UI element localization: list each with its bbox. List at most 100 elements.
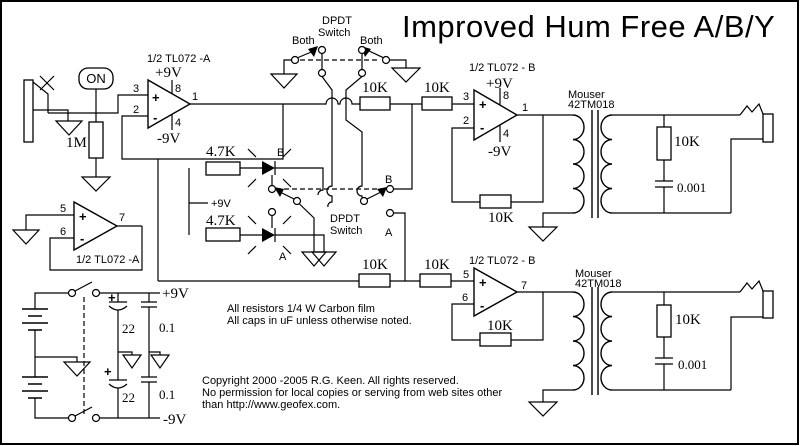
pin-6: 6 xyxy=(60,226,66,238)
ground-icon xyxy=(269,73,299,89)
switch-contact xyxy=(317,68,327,78)
led-a-icon xyxy=(262,228,275,242)
pin-6: 6 xyxy=(462,292,468,304)
resistor-10k-load-value: 10K xyxy=(675,312,701,328)
opamp-label: 1/2 TL072 -A xyxy=(147,53,211,65)
reference-opamp-section: 5 6 7 + - 1/2 TL072 -A xyxy=(11,200,143,271)
pin-1: 1 xyxy=(192,91,198,103)
copyright-line-2: No permission for local copies or servin… xyxy=(202,387,503,399)
polarity-plus: + xyxy=(108,290,116,305)
plus-sign: + xyxy=(152,90,160,105)
resistor-10k xyxy=(421,96,453,111)
notes-line-1: All resistors 1/4 W Carbon film xyxy=(227,303,375,315)
capacitor-icon xyxy=(655,337,673,390)
copyright-line-1: Copyright 2000 -2005 R.G. Keen. All righ… xyxy=(202,375,459,387)
both-switch-section: DPDT Switch Both Both xyxy=(269,15,422,208)
transformer-part: 42TM018 xyxy=(575,278,621,290)
transformer-brand: Mouser xyxy=(575,268,612,280)
vminus-rail-label: -9V xyxy=(163,412,186,428)
resistor-10k-load-value: 10K xyxy=(674,134,700,150)
led-b-label: B xyxy=(277,147,284,159)
resistor-4.7k-bottom-value: 4.7K xyxy=(206,213,236,229)
pin-2: 2 xyxy=(463,115,469,127)
capacitor-value: 0.001 xyxy=(678,357,707,372)
switch-contact-b xyxy=(385,184,395,194)
cap-01-bottom-value: 0.1 xyxy=(159,387,175,402)
transformer-part: 42TM018 xyxy=(568,99,614,111)
switch-pivot xyxy=(359,196,369,206)
output-jack-b xyxy=(762,290,774,319)
channel-top-section: 10K 1/2 TL072 - B +9V -9V 3 2 8 4 1 + - … xyxy=(451,62,774,242)
opamp-triangle-icon xyxy=(473,266,519,318)
transformer-core-icon xyxy=(591,110,599,218)
resistor-4.7k-top xyxy=(205,161,241,176)
power-switch-contact xyxy=(67,413,77,423)
plus-sign: + xyxy=(79,209,87,224)
vplus-label: +9V xyxy=(155,65,182,81)
resistor-10k-value: 10K xyxy=(362,80,388,96)
minus-sign: - xyxy=(480,120,484,135)
switch-contact xyxy=(357,45,367,55)
vplus-rail-label: +9V xyxy=(162,286,189,302)
resistor-10k-load xyxy=(656,126,672,161)
opamp-triangle-icon xyxy=(147,78,192,130)
transformer-secondary-icon xyxy=(600,114,613,214)
selector-switch-section: B A DPDT Switch xyxy=(276,104,413,281)
both-right-label: Both xyxy=(360,35,383,47)
resistor-10k-feedback-value: 10K xyxy=(487,318,513,334)
switch-contact xyxy=(381,55,391,65)
input-jack-section: ON 1M xyxy=(23,67,148,192)
transformer-primary-icon xyxy=(572,291,585,391)
vminus-label: -9V xyxy=(157,131,180,147)
switch-contact xyxy=(267,207,277,217)
led-shine-icon xyxy=(247,148,292,188)
resistor-1m xyxy=(88,121,104,159)
on-label: ON xyxy=(86,71,106,86)
ground-icon xyxy=(149,354,171,370)
capacitor-icon xyxy=(655,160,673,213)
switch-contact xyxy=(292,196,302,206)
film-cap-icon xyxy=(141,376,157,418)
plus-sign: + xyxy=(479,97,487,112)
ground-icon xyxy=(11,229,41,245)
selector-name-2: Switch xyxy=(330,225,362,237)
switch-arrow-icon xyxy=(308,46,318,57)
led-supply-label: +9V xyxy=(211,198,232,210)
minus-sign: - xyxy=(480,298,484,313)
film-cap-icon xyxy=(141,293,157,377)
ground-icon xyxy=(390,67,422,83)
led-b-icon xyxy=(262,161,275,175)
power-switch-contact xyxy=(67,288,77,298)
ground-icon xyxy=(527,401,559,417)
both-left-label: Both xyxy=(292,35,315,47)
power-switch-contact xyxy=(91,288,101,298)
both-switch-name-1: DPDT xyxy=(322,15,352,27)
both-switch-name-2: Switch xyxy=(318,27,350,39)
minus-sign: - xyxy=(153,110,157,125)
resistor-10k-value: 10K xyxy=(362,257,388,273)
ground-icon xyxy=(310,251,338,267)
led-indicator-section: +9V 4.7K B 4.7K A xyxy=(188,144,338,267)
battery-icon xyxy=(22,376,48,399)
pin-3: 3 xyxy=(133,83,139,95)
resistor-10k xyxy=(359,96,391,111)
selector-name-1: DPDT xyxy=(330,213,360,225)
pin-1: 1 xyxy=(522,102,528,114)
pin-7: 7 xyxy=(521,280,527,292)
power-supply-section: +9V -9V + 22 + 22 0.1 0.1 xyxy=(22,281,189,428)
vplus-label: +9V xyxy=(486,76,513,92)
transformer-primary-icon xyxy=(572,114,585,214)
pin-3: 3 xyxy=(463,91,469,103)
battery-icon xyxy=(22,308,48,331)
led-a-label: A xyxy=(279,251,287,263)
contact-a-label: A xyxy=(385,227,393,239)
resistor-1m-value: 1M xyxy=(66,135,87,151)
pin-5: 5 xyxy=(60,203,66,215)
pin-5: 5 xyxy=(463,269,469,281)
pin-2: 2 xyxy=(133,104,139,116)
input-jack-icon xyxy=(23,79,34,143)
plus-sign: + xyxy=(479,275,487,290)
page-title: Improved Hum Free A/B/Y xyxy=(402,9,775,44)
resistor-10k-value: 10K xyxy=(424,257,450,273)
